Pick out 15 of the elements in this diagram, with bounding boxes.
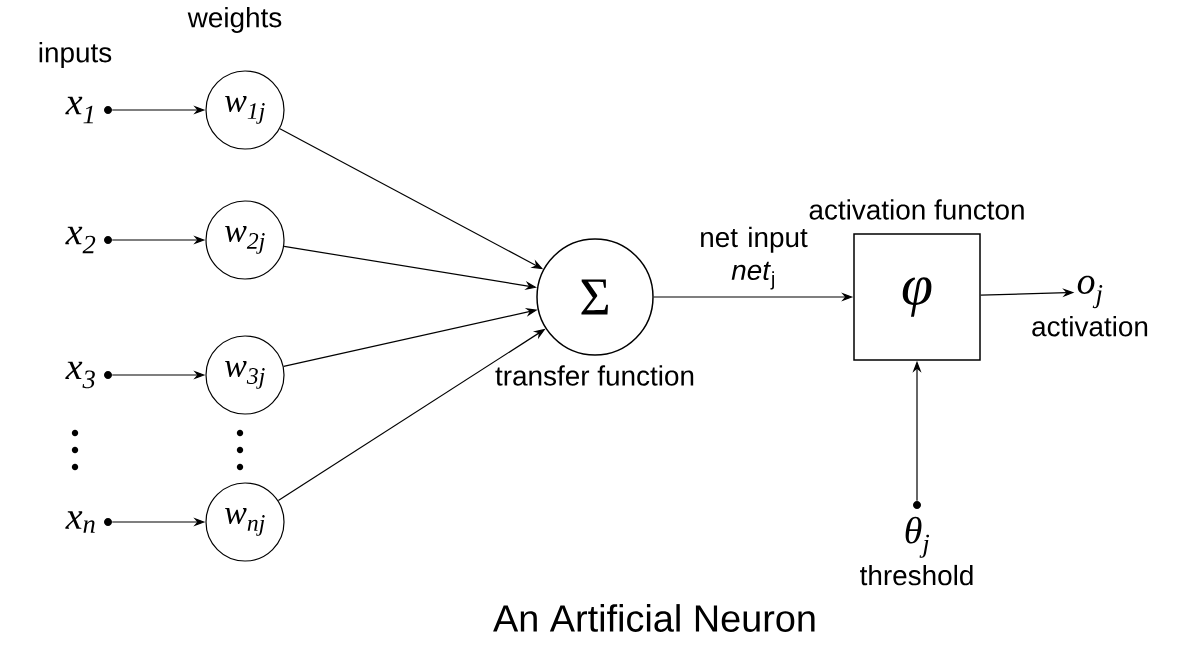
variable-label: x$_{3}$ <box>65 361 95 389</box>
variable-label: x$_{1}$ <box>65 96 93 124</box>
caption: An Artificial Neuron <box>493 604 815 632</box>
node-caption: transfer function <box>495 365 694 386</box>
output-label: o$_{j}$ <box>1077 275 1103 309</box>
activation-box: φ <box>853 233 981 361</box>
node-caption: activation functon <box>809 199 1024 220</box>
variable-label: x$_{2}$ <box>65 226 96 254</box>
column-heading: inputs <box>39 42 112 68</box>
node-caption: activation <box>1032 315 1148 337</box>
variable-label: x$_{n}$ <box>65 511 95 533</box>
edge-label: net input net$_{j}$ <box>701 226 808 290</box>
node-caption: threshold <box>860 564 973 586</box>
variable-label: θ$_{j}$ <box>905 516 930 558</box>
column-heading: weights <box>187 7 282 33</box>
